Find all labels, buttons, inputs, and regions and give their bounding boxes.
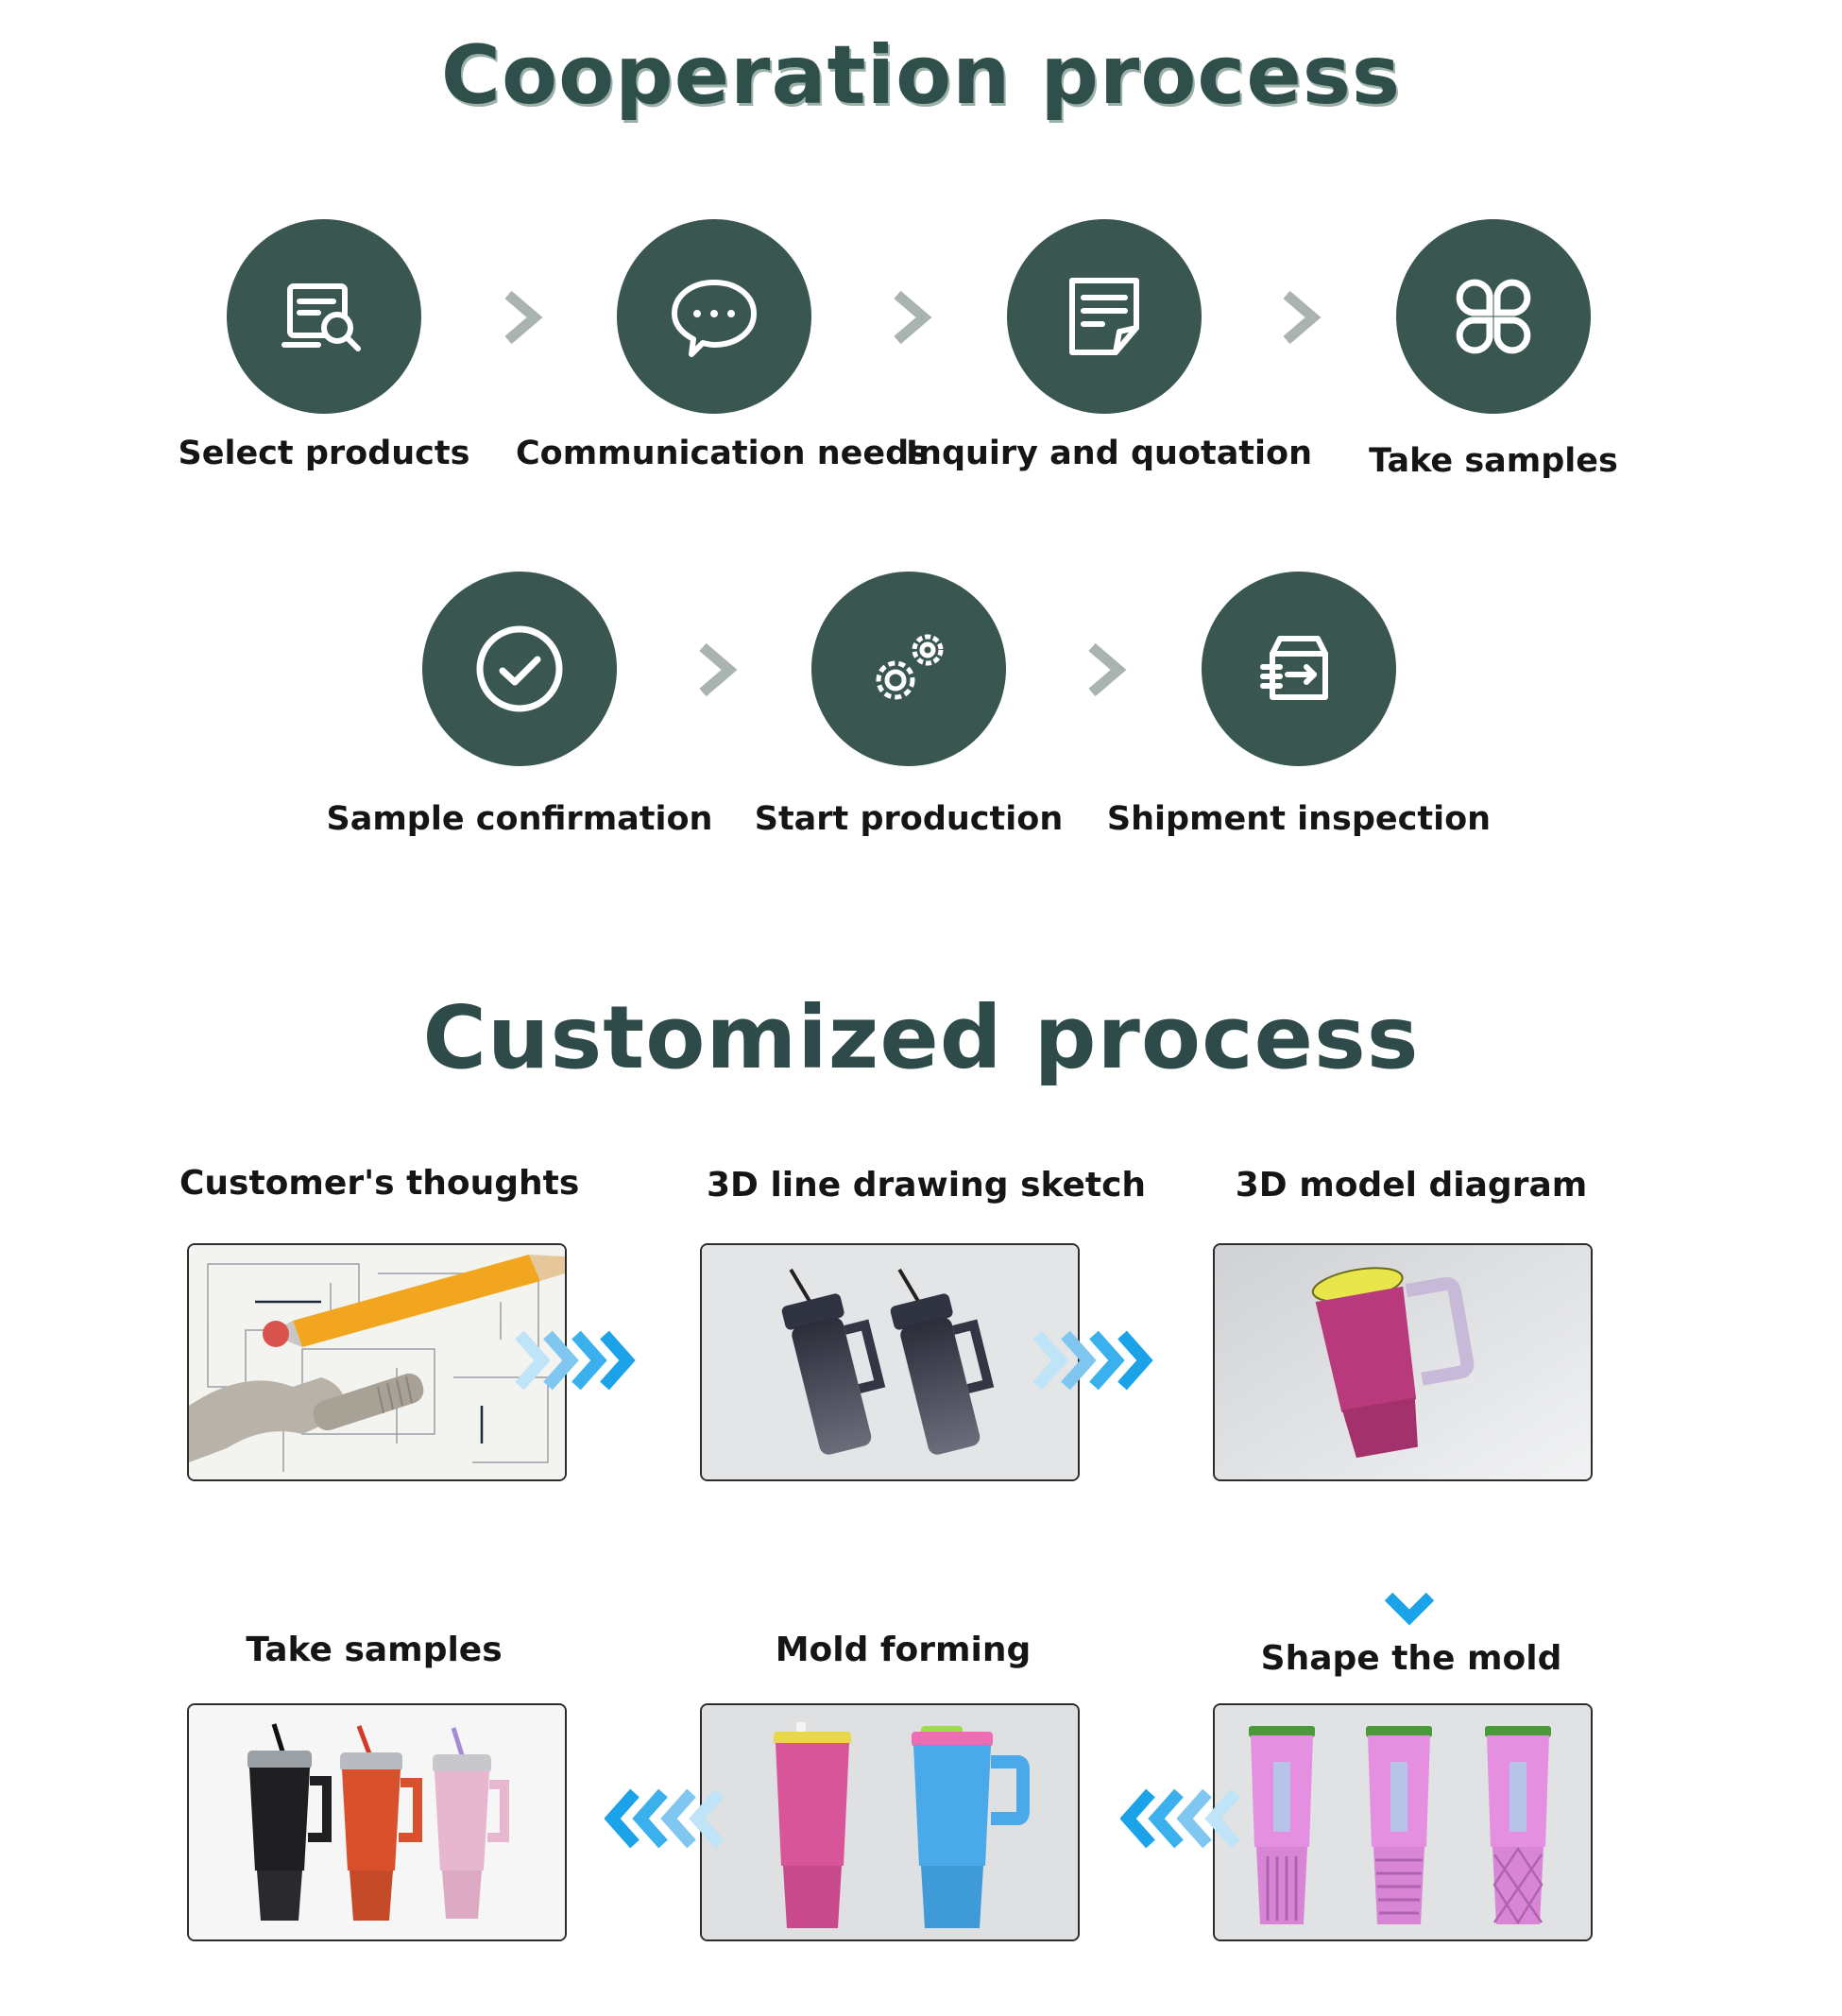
arrow-down-icon [1384, 1592, 1435, 1625]
custom-step-title: Mold forming [775, 1631, 1032, 1669]
mold-forming-image [700, 1703, 1080, 1941]
step-take-samples: Take samples [1295, 219, 1692, 480]
step-label: Start production [754, 800, 1064, 838]
step-circle [1202, 572, 1396, 766]
chevron-right-icon [504, 290, 543, 345]
four-petal-icon [1456, 279, 1531, 354]
step-label: Take samples [1369, 442, 1618, 480]
chevron-right-icon [1283, 290, 1322, 345]
arrows-left-icon [1120, 1788, 1240, 1849]
step-label: Sample confirmation [326, 800, 713, 838]
step-label: Shipment inspection [1106, 800, 1492, 838]
check-circle-icon [476, 625, 563, 712]
custom-step-title: Shape the mold [1260, 1639, 1562, 1678]
chevron-right-icon [1088, 642, 1127, 697]
step-circle [1007, 219, 1202, 414]
step-start-production: Start production [710, 572, 1107, 838]
custom-step-title: Take samples [246, 1631, 503, 1669]
step-sample-confirmation: Sample confirmation [321, 572, 718, 838]
cooperation-title: Cooperation process [440, 28, 1402, 123]
step-circle [1396, 219, 1591, 414]
arrows-right-icon [1032, 1330, 1153, 1391]
chevron-right-icon [894, 290, 932, 345]
step-circle [617, 219, 811, 414]
quote-note-icon [1069, 278, 1139, 355]
step-circle [422, 572, 617, 766]
step-circle [811, 572, 1006, 766]
step-communication-needs: Communication needs [516, 219, 930, 472]
step-inquiry-quotation: Inquiry and quotation [906, 219, 1312, 472]
arrows-left-icon [605, 1788, 725, 1849]
customized-title: Customized process [422, 987, 1420, 1088]
document-search-icon [281, 283, 361, 351]
custom-step-title: Customer's thoughts [179, 1164, 580, 1203]
step-select-products: Select products [126, 219, 522, 472]
step-label: Communication needs [516, 435, 930, 472]
model-diagram-image [1213, 1243, 1593, 1481]
arrows-right-icon [515, 1330, 636, 1391]
chat-bubble-icon [672, 280, 757, 357]
step-label: Inquiry and quotation [906, 435, 1312, 472]
step-circle [227, 219, 421, 414]
step-shipment-inspection: Shipment inspection [1100, 572, 1497, 838]
take-samples-image [187, 1703, 567, 1941]
step-label: Select products [178, 435, 470, 472]
custom-step-title: 3D model diagram [1235, 1166, 1588, 1204]
box-arrow-icon [1260, 636, 1328, 700]
customer-thoughts-image [187, 1243, 567, 1481]
shape-mold-image [1213, 1703, 1593, 1941]
gears-icon [876, 634, 944, 700]
chevron-right-icon [699, 642, 738, 697]
custom-step-title: 3D line drawing sketch [707, 1166, 1147, 1204]
line-drawing-sketch-image [700, 1243, 1080, 1481]
